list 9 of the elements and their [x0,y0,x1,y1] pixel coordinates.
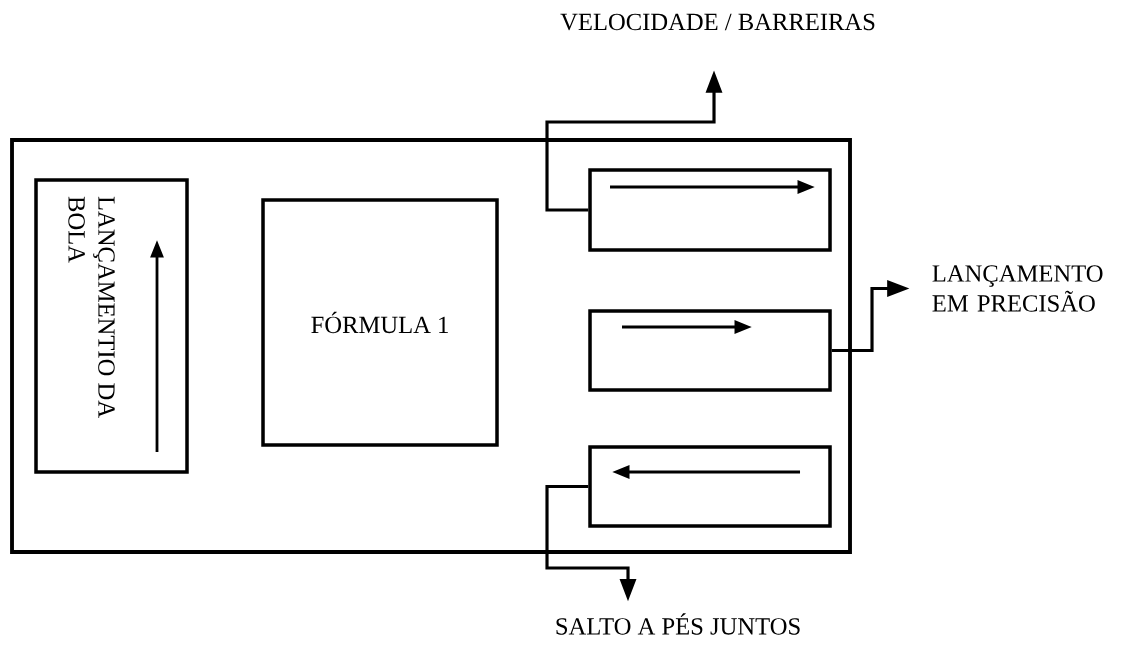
station-label: SALTO A PÉS JUNTOS [556,613,800,635]
station-box: FÓRMULA 1 [261,198,499,447]
field-box [10,138,852,554]
station-box: LANÇAMENTIO DA BOLA [34,178,189,474]
station-label: LANÇAMENTO EM PRECISÃO [932,265,1103,312]
station-label: VELOCIDADE / BARREIRAS [560,13,875,31]
station-box [588,309,832,392]
station-box [588,445,832,528]
station-box [588,168,832,252]
